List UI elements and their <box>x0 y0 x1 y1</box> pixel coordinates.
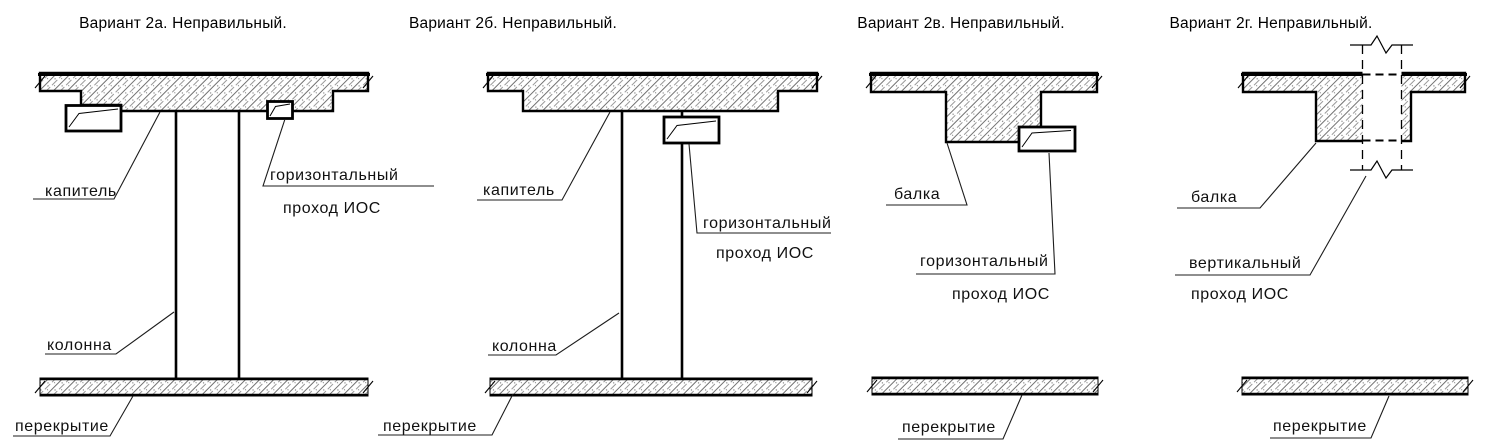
horizontal-duct-box <box>662 115 721 145</box>
label-passage-line2: проход ИОС <box>283 200 381 217</box>
label-beam: балка <box>1191 189 1237 206</box>
panel-variant-2a: Вариант 2а. Неправильный. капитель гориз… <box>13 15 434 437</box>
label-passage-line1: вертикальный <box>1189 255 1301 272</box>
ceiling-slab-with-capital <box>486 71 819 113</box>
floor-slab <box>489 377 813 397</box>
label-passage-line2: проход ИОС <box>716 245 814 262</box>
leader-duct <box>688 143 831 234</box>
floor-slab <box>39 377 369 397</box>
leader-slab <box>378 393 514 436</box>
label-slab: перекрытие <box>15 418 109 435</box>
leader-column <box>45 311 175 355</box>
panel-title: Вариант 2г. Неправильный. <box>1170 15 1373 32</box>
panel-variant-2b: Вариант 2б. Неправильный. капитель гориз… <box>378 15 832 436</box>
leader-duct <box>262 118 434 187</box>
horizontal-duct-box-small <box>266 100 294 120</box>
panel-title: Вариант 2в. Неправильный. <box>857 15 1064 32</box>
leader-beam <box>1177 142 1317 209</box>
leader-slab <box>1270 395 1390 439</box>
label-beam: балка <box>894 186 940 203</box>
label-passage-line1: горизонтальный <box>703 215 832 232</box>
label-slab: перекрытие <box>902 419 996 436</box>
panel-title: Вариант 2а. Неправильный. <box>79 15 287 32</box>
label-capital: капитель <box>483 182 555 199</box>
label-slab: перекрытие <box>1273 418 1367 435</box>
duct-symbol-line <box>68 108 119 128</box>
label-capital: капитель <box>45 183 117 200</box>
label-column: колонна <box>492 338 557 355</box>
floor-slab <box>871 376 1099 396</box>
leader-duct <box>916 152 1056 275</box>
break-symbol-bottom <box>1350 159 1413 180</box>
leader-slab <box>13 395 134 437</box>
duct-symbol-line <box>1021 130 1072 148</box>
label-passage-line2: проход ИОС <box>952 286 1050 303</box>
leader-duct <box>1175 175 1367 276</box>
leader-column <box>488 312 620 356</box>
label-slab: перекрытие <box>383 418 477 435</box>
floor-slab <box>1241 376 1469 396</box>
panel-variant-2g: Вариант 2г. Неправильный. балка вертикал… <box>1170 15 1474 439</box>
leader-capital <box>477 111 611 201</box>
label-passage-line2: проход ИОС <box>1191 286 1289 303</box>
duct-symbol-line <box>666 120 717 140</box>
label-passage-line1: горизонтальный <box>270 167 399 184</box>
leader-slab <box>898 394 1023 440</box>
panel-variant-2v: Вариант 2в. Неправильный. балка горизонт… <box>857 15 1104 440</box>
leader-capital <box>33 111 161 200</box>
ceiling-slab-with-beam <box>1241 71 1467 143</box>
label-passage-line1: горизонтальный <box>920 253 1049 270</box>
break-symbol-top <box>1350 34 1413 55</box>
label-column: колонна <box>47 337 112 354</box>
panel-title: Вариант 2б. Неправильный. <box>409 15 617 32</box>
leader-beam <box>886 142 968 206</box>
duct-symbol-line <box>269 103 291 117</box>
vertical-duct-opening <box>1362 42 1402 170</box>
